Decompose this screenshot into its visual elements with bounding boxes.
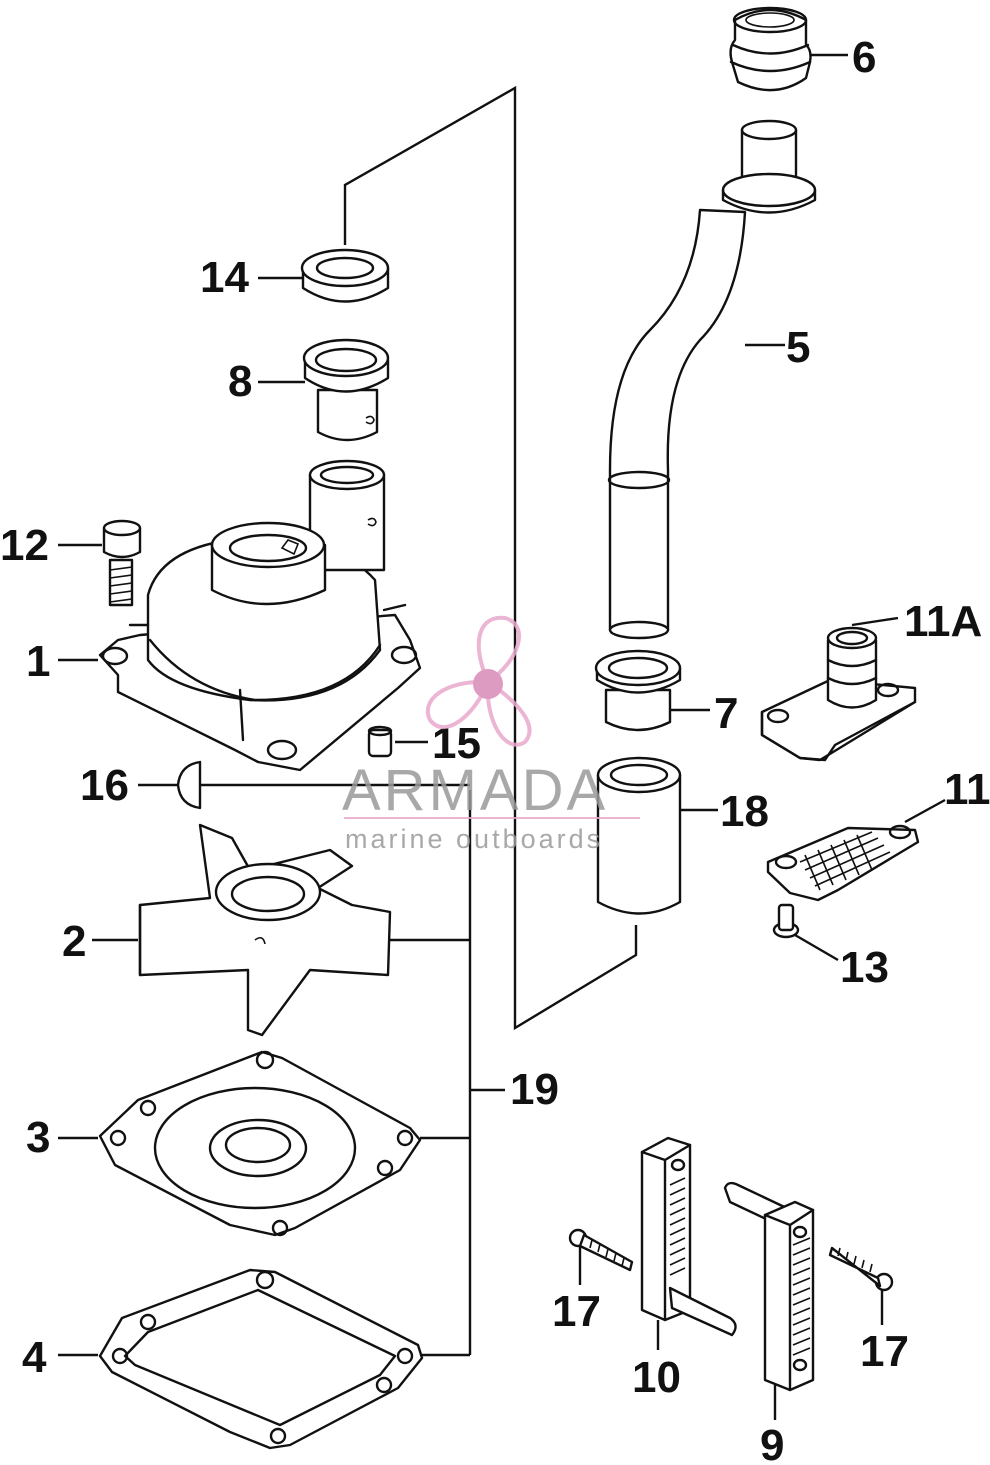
- callout-11a: 11A: [904, 597, 982, 646]
- bolt-part-12: [102, 519, 142, 607]
- screen-part-11: [766, 824, 920, 902]
- callout-9: 9: [760, 1421, 784, 1465]
- propeller-logo-icon: [426, 615, 532, 747]
- callout-1: 1: [26, 637, 50, 686]
- grommet-part-6: [729, 6, 812, 92]
- pump-housing-part-1: [98, 459, 422, 772]
- callout-10: 10: [632, 1353, 681, 1402]
- watermark-title: ARMADA: [342, 758, 608, 823]
- tube-seal-part-8: [302, 338, 390, 442]
- callout-3: 3: [26, 1113, 50, 1162]
- leader-lines: [58, 53, 946, 1420]
- callout-16: 16: [80, 761, 129, 810]
- impeller-part-2: [138, 823, 392, 1037]
- callout-labels: 6 5 14 8 12 1 11A 7 15 16 11 18 2 13 19 …: [0, 33, 990, 1465]
- callout-14: 14: [200, 253, 249, 302]
- sleeve-part-18: [596, 756, 682, 915]
- bracket-part-9: [723, 1181, 815, 1392]
- screw-part-17-left: [568, 1228, 634, 1272]
- callout-12: 12: [0, 521, 49, 570]
- callout-13: 13: [840, 943, 889, 992]
- callout-4: 4: [22, 1333, 47, 1382]
- screw-part-17-right: [828, 1246, 894, 1292]
- screw-part-13: [772, 903, 800, 939]
- armada-watermark: ARMADA marine outboards: [342, 615, 640, 854]
- callout-2: 2: [62, 917, 86, 966]
- pump-plate-part-3: [98, 1050, 422, 1237]
- callout-8: 8: [228, 357, 252, 406]
- gasket-part-4: [98, 1268, 424, 1450]
- callout-6: 6: [852, 33, 876, 82]
- callout-19: 19: [510, 1065, 559, 1114]
- bracket-part-10: [640, 1136, 737, 1337]
- callout-7: 7: [714, 689, 738, 738]
- callout-18: 18: [720, 787, 769, 836]
- pin-part-15: [367, 725, 393, 758]
- callout-5: 5: [786, 323, 810, 372]
- key-part-16: [176, 760, 202, 810]
- water-inlet-part-11a: [760, 626, 917, 762]
- o-ring-part-14: [300, 248, 390, 303]
- watermark-subtitle: marine outboards: [345, 824, 603, 854]
- water-tube-part-5: [607, 119, 817, 640]
- callout-11: 11: [944, 765, 990, 814]
- grommet-part-7: [594, 649, 682, 732]
- callout-17-left: 17: [552, 1287, 601, 1336]
- callout-17-right: 17: [860, 1327, 909, 1376]
